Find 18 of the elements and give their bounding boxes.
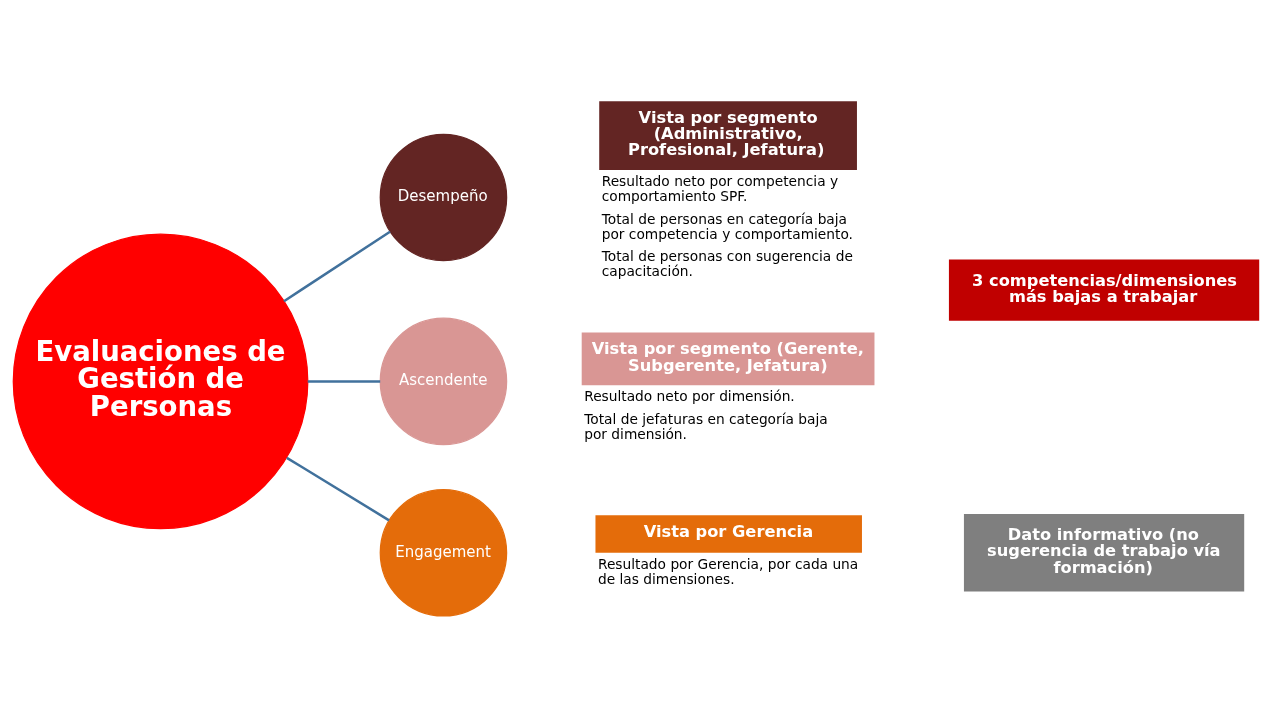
node-box: Vista por segmento (Administrativo, Profesional, Jefatura)	[599, 100, 857, 170]
connector	[283, 230, 391, 302]
node-box: 3 competencias/dimensiones más bajas a trabajar	[948, 258, 1260, 321]
node-box: Dato informativo (no sugerencia de trabajo vía formación)	[963, 513, 1245, 592]
node-label: Total de personas con sugerencia de capacitación.	[601, 247, 853, 279]
node-circle: Engagement	[379, 488, 508, 617]
node-box: Vista por Gerencia	[595, 514, 862, 553]
node-circle: Desempeño	[379, 133, 508, 261]
connector	[307, 379, 381, 383]
node-circle: Ascendente	[379, 317, 508, 445]
node-label: Total de jefaturas en categoría baja por dimensión.	[584, 410, 828, 442]
node-label: Total de personas en categoría baja por competencia y comportamiento.	[601, 210, 853, 242]
node-box: Vista por segmento (Gerente, Subgerente, Jefatura)	[581, 332, 875, 385]
node-label: Resultado por Gerencia, por cada una de las dimensiones.	[597, 555, 859, 587]
node-label: Resultado neto por dimensión.	[584, 387, 795, 404]
connector	[286, 456, 390, 521]
node-label: Resultado neto por competencia y comportamiento SPF.	[601, 172, 839, 204]
node-circle: Evaluaciones de Gestión de Personas	[12, 233, 309, 529]
